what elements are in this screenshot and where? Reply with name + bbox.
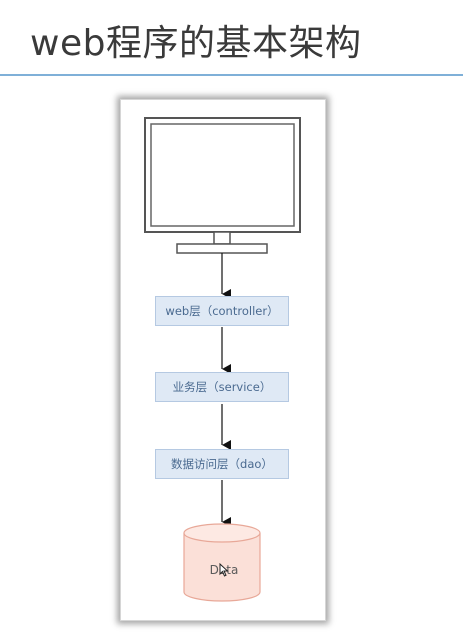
monitor-icon: [144, 117, 301, 254]
mouse-cursor-icon: [219, 563, 229, 577]
dao-layer-label: 数据访问层（dao）: [171, 457, 273, 471]
service-layer-label: 业务层（service）: [172, 380, 272, 394]
title-underline: [0, 74, 463, 76]
web-layer-box: web层（controller）: [155, 296, 289, 326]
web-layer-label: web层（controller）: [165, 304, 279, 318]
page-title: web程序的基本架构: [30, 23, 362, 64]
dao-layer-box: 数据访问层（dao）: [155, 449, 289, 479]
service-layer-box: 业务层（service）: [155, 372, 289, 402]
